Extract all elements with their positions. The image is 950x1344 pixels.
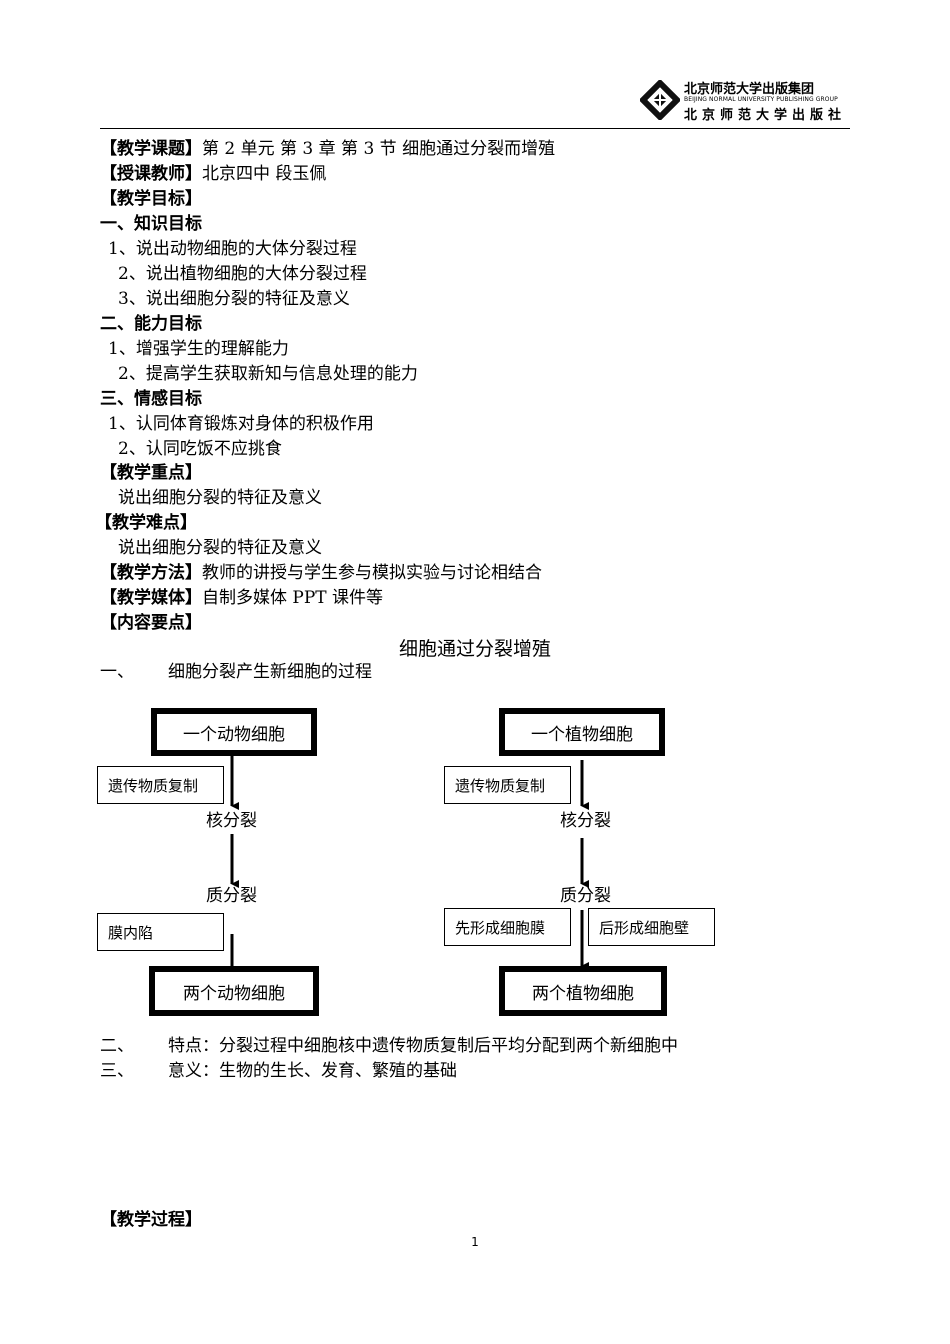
emotion-item: 2、认同吃饭不应挑食 [118, 439, 282, 459]
animal-nuclear-label: 核分裂 [206, 811, 257, 831]
knowledge-item: 2、说出植物细胞的大体分裂过程 [118, 264, 367, 284]
knowledge-title: 一、知识目标 [100, 214, 202, 234]
animal-note-box: 膜内陷 [97, 913, 224, 951]
publisher-press: 北京师范大学出版社 [684, 108, 847, 123]
focus-label: 【教学重点】 [100, 463, 202, 483]
publisher-logo [640, 80, 680, 120]
knowledge-item: 3、说出细胞分裂的特征及意义 [118, 289, 350, 309]
process-label: 【教学过程】 [100, 1210, 202, 1230]
emotion-item: 1、认同体育锻炼对身体的积极作用 [108, 414, 374, 434]
section2-num: 二、 [100, 1036, 134, 1056]
ability-item: 1、增强学生的理解能力 [108, 339, 289, 359]
media-value: 自制多媒体 PPT 课件等 [202, 588, 384, 608]
publisher-name-cn: 北京师范大学出版集团 [684, 82, 815, 97]
difficulty-label: 【教学难点】 [95, 513, 197, 533]
section3-text: 意义：生物的生长、发育、繁殖的基础 [168, 1061, 457, 1081]
topic-value: 第 2 单元 第 3 章 第 3 节 细胞通过分裂而增殖 [202, 139, 556, 159]
section1-text: 细胞分裂产生新细胞的过程 [168, 662, 372, 682]
plant-end-box: 两个植物细胞 [499, 966, 667, 1016]
content-label: 【内容要点】 [100, 613, 202, 633]
teacher-label: 【授课教师】 [100, 164, 202, 184]
difficulty-value: 说出细胞分裂的特征及意义 [118, 538, 322, 558]
publisher-name-en: BEIJING NORMAL UNIVERSITY PUBLISHING GRO… [684, 96, 838, 103]
page-number: 1 [471, 1235, 479, 1249]
plant-replicate-box: 遗传物质复制 [444, 766, 571, 804]
teacher-line: 【授课教师】北京四中 段玉佩 [100, 162, 326, 186]
ability-item: 2、提高学生获取新知与信息处理的能力 [118, 364, 418, 384]
topic-line: 【教学课题】第 2 单元 第 3 章 第 3 节 细胞通过分裂而增殖 [100, 137, 555, 161]
plant-note-membrane-box: 先形成细胞膜 [444, 908, 571, 946]
method-value: 教师的讲授与学生参与模拟实验与讨论相结合 [202, 563, 542, 583]
animal-replicate-box: 遗传物质复制 [97, 766, 224, 804]
method-line: 【教学方法】教师的讲授与学生参与模拟实验与讨论相结合 [100, 561, 542, 585]
ability-title: 二、能力目标 [100, 314, 202, 334]
teacher-value: 北京四中 段玉佩 [202, 164, 327, 184]
media-label: 【教学媒体】 [100, 588, 202, 608]
plant-start-box: 一个植物细胞 [499, 708, 665, 756]
knowledge-item: 1、说出动物细胞的大体分裂过程 [108, 239, 357, 259]
method-label: 【教学方法】 [100, 563, 202, 583]
plant-note-wall-box: 后形成细胞壁 [588, 908, 715, 946]
section1-num: 一、 [100, 662, 134, 682]
animal-cytoplasm-label: 质分裂 [206, 886, 257, 906]
section2-text: 特点：分裂过程中细胞核中遗传物质复制后平均分配到两个新细胞中 [168, 1036, 678, 1056]
content-title: 细胞通过分裂增殖 [398, 638, 551, 660]
emotion-title: 三、情感目标 [100, 389, 202, 409]
section3-num: 三、 [100, 1061, 134, 1081]
topic-label: 【教学课题】 [100, 139, 202, 159]
plant-cytoplasm-label: 质分裂 [560, 886, 611, 906]
animal-start-box: 一个动物细胞 [151, 708, 317, 756]
plant-nuclear-label: 核分裂 [560, 811, 611, 831]
media-line: 【教学媒体】自制多媒体 PPT 课件等 [100, 586, 383, 610]
header-rule [100, 128, 850, 129]
animal-end-box: 两个动物细胞 [149, 966, 319, 1016]
goals-label: 【教学目标】 [100, 189, 202, 209]
focus-value: 说出细胞分裂的特征及意义 [118, 488, 322, 508]
